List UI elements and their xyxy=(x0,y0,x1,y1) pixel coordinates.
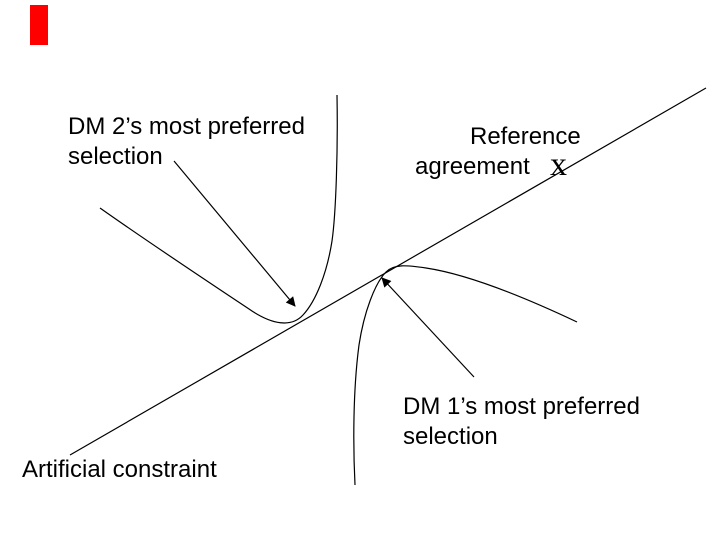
reference-point-x-marker: x xyxy=(550,146,567,183)
slide-accent-bar xyxy=(30,5,48,45)
dm1-selection-label: DM 1’s most preferred selection xyxy=(403,393,640,450)
dm2-pointer-arrow xyxy=(173,160,296,307)
dm1-indifference-curve xyxy=(353,265,578,486)
reference-agreement-label-line2: agreement xyxy=(415,153,530,180)
dm2-selection-label: DM 2’s most preferred selection xyxy=(68,113,305,170)
dm1-pointer-arrow xyxy=(381,277,475,378)
reference-agreement-label-line1: Reference xyxy=(470,123,581,150)
artificial-constraint-label: Artificial constraint xyxy=(22,456,217,483)
dm2-indifference-curve xyxy=(99,94,338,324)
artificial-constraint-line xyxy=(69,87,707,456)
